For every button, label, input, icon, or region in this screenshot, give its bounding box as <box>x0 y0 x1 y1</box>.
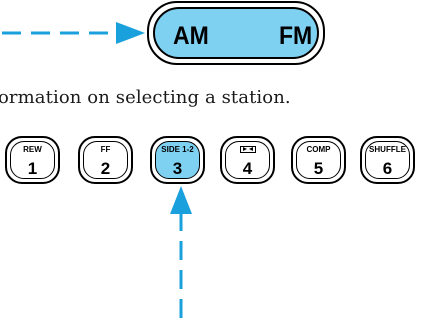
preset-number: 6 <box>382 159 393 178</box>
am-label: AM <box>173 22 209 50</box>
am-fm-band-button[interactable]: AM FM <box>147 1 325 65</box>
preset-label: SHUFFLE <box>369 145 406 154</box>
preset-number: 4 <box>242 159 253 178</box>
instruction-text: ormation on selecting a station. <box>0 87 291 108</box>
fm-label: FM <box>279 22 313 50</box>
preset-label: REW <box>23 145 42 154</box>
preset-number: 1 <box>27 159 38 178</box>
preset-button-4[interactable]: 4 <box>220 136 275 184</box>
preset-button-1[interactable]: REW 1 <box>5 136 60 184</box>
preset-button-6[interactable]: SHUFFLE 6 <box>360 136 415 184</box>
preset-label: COMP <box>306 145 331 154</box>
preset-button-3[interactable]: SIDE 1-2 3 <box>150 136 205 184</box>
preset-button-2[interactable]: FF 2 <box>78 136 133 184</box>
arrow-to-preset-3 <box>170 186 192 326</box>
preset-number: 3 <box>172 159 183 178</box>
preset-number: 5 <box>313 159 324 178</box>
preset-label: SIDE 1-2 <box>161 145 194 154</box>
preset-label: FF <box>100 145 111 154</box>
preset-number: 2 <box>100 159 111 178</box>
am-fm-button-face: AM FM <box>153 7 319 59</box>
preset-button-5[interactable]: COMP 5 <box>291 136 346 184</box>
repeat-icon <box>239 146 256 153</box>
arrow-to-amfm <box>2 22 145 44</box>
